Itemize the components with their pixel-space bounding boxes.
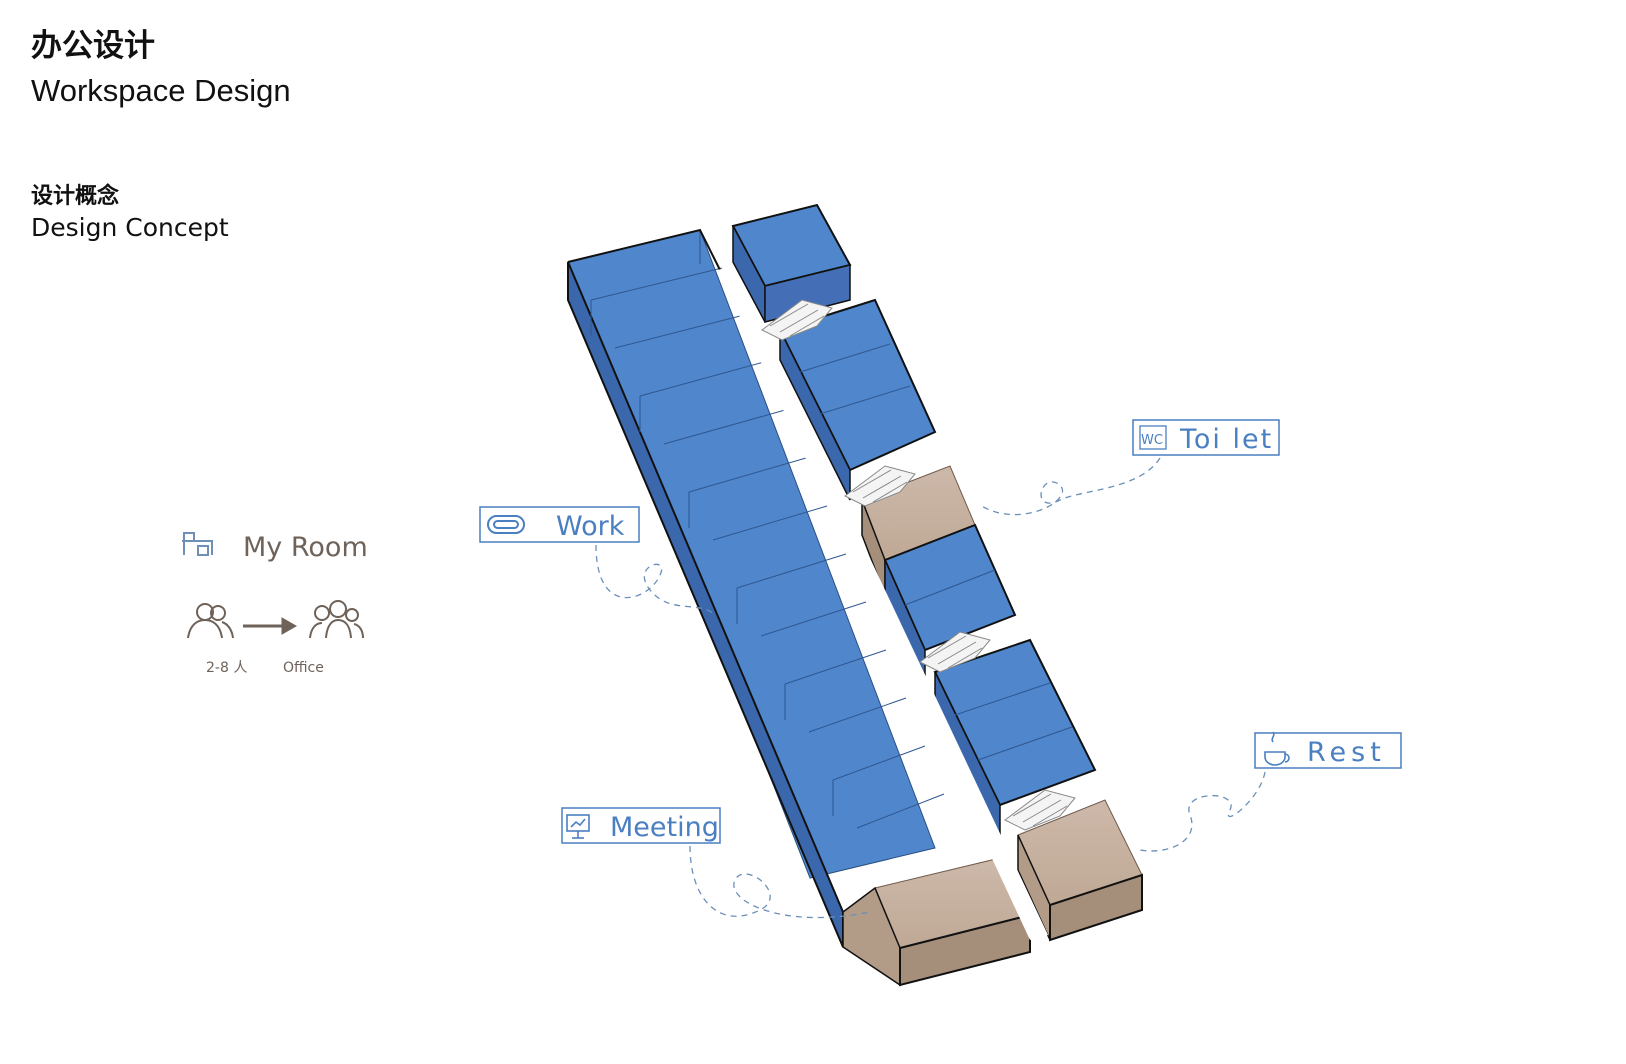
left-block-cell-lines [590, 230, 945, 829]
callout-meeting-label: Meeting [610, 812, 719, 843]
my-room-label: My Room [243, 532, 368, 563]
callout-toilet-label: Toi let [1179, 424, 1273, 455]
arrow-right-icon [243, 617, 298, 635]
presentation-board-icon [566, 814, 590, 839]
people-count-label: 2-8 人 [206, 660, 247, 676]
central-corridor [718, 266, 1048, 940]
callout-work-label: Work [556, 511, 625, 542]
callout-rest: Rest [1139, 731, 1402, 852]
rest-zone-block [1017, 799, 1143, 942]
people-icon [187, 603, 234, 639]
legend: My Room 2-8 人 Office [182, 532, 368, 676]
paperclip-icon [487, 515, 525, 534]
page-title-en: Workspace Design [31, 73, 291, 108]
stair-icons [761, 299, 1076, 831]
desk-icon [182, 532, 213, 556]
callout-toilet: WC Toi let [979, 419, 1280, 516]
callout-meeting: Meeting [561, 807, 871, 919]
callout-work: Work [479, 506, 716, 616]
group-icon [309, 600, 364, 639]
left-office-block [567, 228, 945, 948]
callout-rest-label: Rest [1307, 737, 1386, 768]
coffee-cup-icon [1264, 731, 1290, 766]
office-label: Office [283, 660, 324, 676]
svg-text:WC: WC [1141, 433, 1163, 448]
section-title-cn: 设计概念 [31, 184, 120, 209]
page-title-cn: 办公设计 [31, 28, 155, 64]
section-title-en: Design Concept [31, 213, 229, 242]
wc-icon: WC [1139, 425, 1167, 450]
